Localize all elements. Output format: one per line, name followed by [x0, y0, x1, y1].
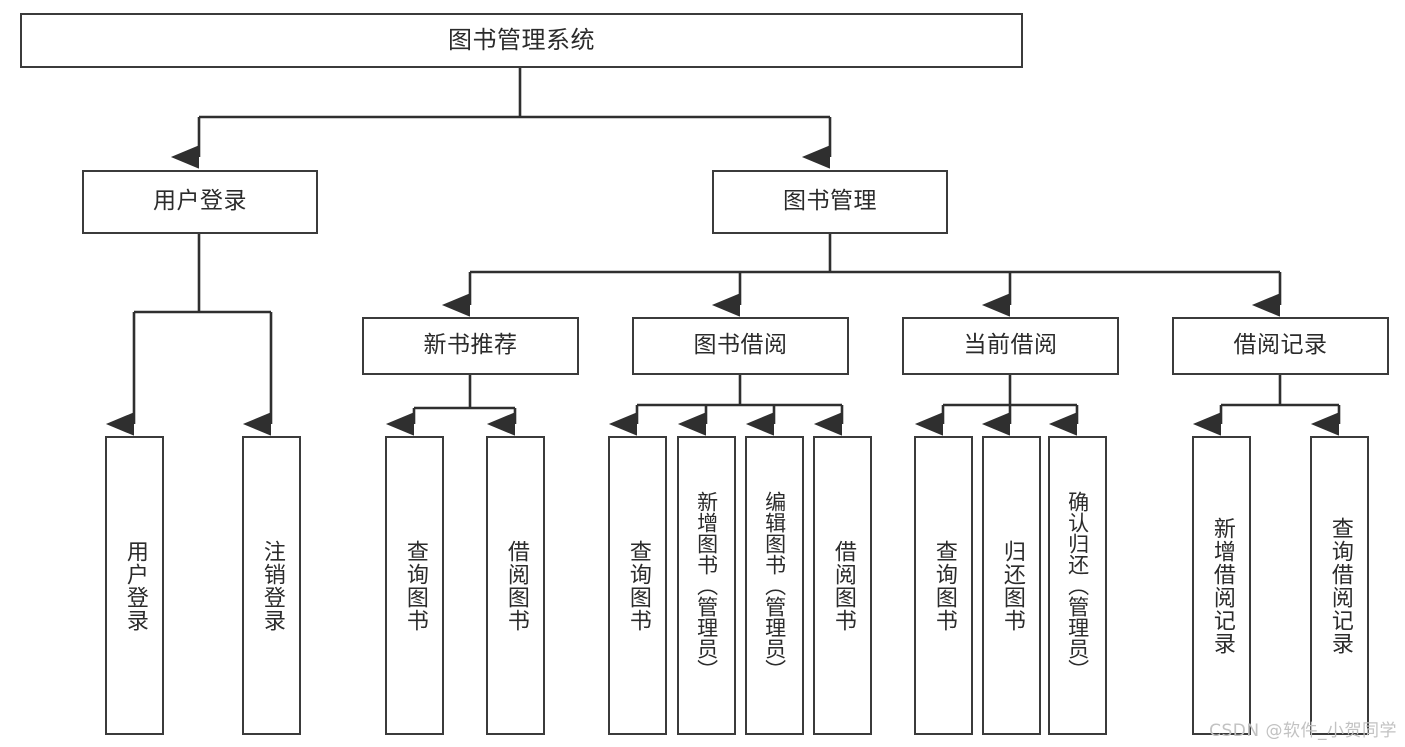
node-leaf-confirm-return-admin[interactable]: 确认归还（管理员）	[1048, 436, 1107, 735]
node-label: 借阅图书	[830, 539, 856, 632]
node-borrow-record[interactable]: 借阅记录	[1172, 317, 1389, 375]
node-label: 图书借阅	[693, 332, 788, 359]
node-label: 用户登录	[122, 539, 148, 632]
node-leaf-edit-book-admin[interactable]: 编辑图书（管理员）	[745, 436, 804, 735]
node-leaf-query-book-current[interactable]: 查询图书	[914, 436, 973, 735]
node-leaf-user-login[interactable]: 用户登录	[105, 436, 164, 735]
node-label: 查询图书	[625, 539, 651, 632]
node-leaf-logout[interactable]: 注销登录	[242, 436, 301, 735]
node-label: 新增借阅记录	[1209, 516, 1235, 655]
node-leaf-query-borrow-record[interactable]: 查询借阅记录	[1310, 436, 1369, 735]
node-book-borrow[interactable]: 图书借阅	[632, 317, 849, 375]
node-new-book-recommend[interactable]: 新书推荐	[362, 317, 579, 375]
node-label: 新增图书（管理员）	[694, 491, 719, 680]
node-label: 图书管理系统	[448, 26, 595, 55]
node-book-management[interactable]: 图书管理	[712, 170, 948, 234]
node-label: 注销登录	[259, 539, 285, 632]
node-current-borrow[interactable]: 当前借阅	[902, 317, 1119, 375]
node-label: 查询借阅记录	[1327, 516, 1353, 655]
node-label: 归还图书	[999, 539, 1025, 632]
node-label: 确认归还（管理员）	[1065, 491, 1090, 680]
node-label: 借阅记录	[1233, 332, 1328, 359]
node-label: 借阅图书	[503, 539, 529, 632]
node-label: 用户登录	[153, 188, 247, 215]
node-leaf-query-book-borrow[interactable]: 查询图书	[608, 436, 667, 735]
node-label: 查询图书	[402, 539, 428, 632]
csdn-watermark: CSDN @软件_小贺同学	[1209, 721, 1397, 741]
node-label: 查询图书	[931, 539, 957, 632]
node-leaf-query-book-recommend[interactable]: 查询图书	[385, 436, 444, 735]
node-root-book-management-system[interactable]: 图书管理系统	[20, 13, 1023, 68]
node-label: 新书推荐	[423, 332, 518, 359]
node-label: 编辑图书（管理员）	[762, 491, 787, 680]
node-leaf-borrow-book-recommend[interactable]: 借阅图书	[486, 436, 545, 735]
node-leaf-return-book[interactable]: 归还图书	[982, 436, 1041, 735]
node-label: 图书管理	[783, 188, 877, 215]
node-leaf-add-borrow-record[interactable]: 新增借阅记录	[1192, 436, 1251, 735]
node-leaf-borrow-book[interactable]: 借阅图书	[813, 436, 872, 735]
node-label: 当前借阅	[963, 332, 1058, 359]
node-leaf-add-book-admin[interactable]: 新增图书（管理员）	[677, 436, 736, 735]
node-user-login[interactable]: 用户登录	[82, 170, 318, 234]
